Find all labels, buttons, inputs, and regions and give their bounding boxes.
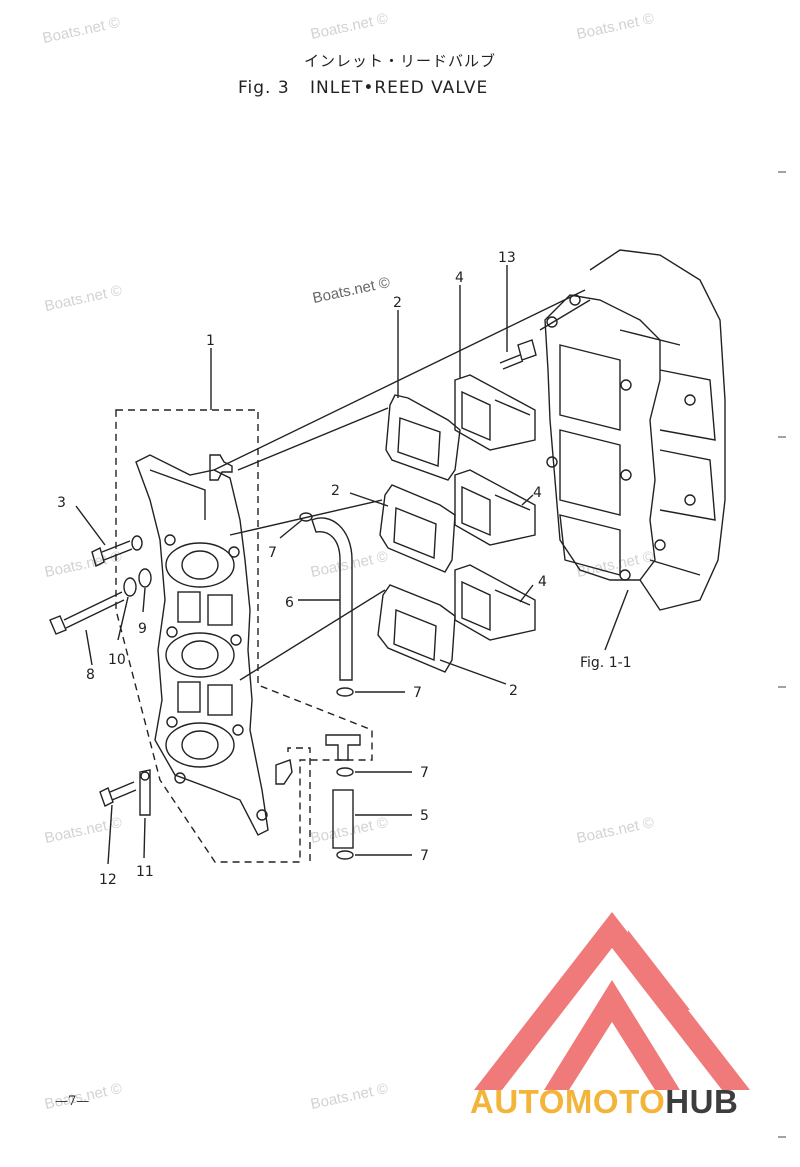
callout-7: 7 bbox=[268, 545, 277, 561]
callout-7: 7 bbox=[420, 848, 429, 864]
assembly-guide-line bbox=[229, 499, 383, 536]
callout-9: 9 bbox=[138, 621, 147, 637]
bolt-13 bbox=[499, 339, 537, 370]
hose-clip-7 bbox=[299, 512, 313, 522]
callout-4: 4 bbox=[533, 485, 542, 501]
leader-line bbox=[117, 596, 129, 641]
leader-line bbox=[279, 519, 303, 539]
assembly-guide-line bbox=[539, 299, 591, 331]
page-title: Fig. 3 INLET•REED VALVE bbox=[238, 78, 488, 98]
callout-2: 2 bbox=[509, 683, 518, 699]
clamp-11 bbox=[139, 769, 151, 816]
leader-line bbox=[142, 587, 146, 613]
leader-line bbox=[143, 817, 146, 859]
t-joint bbox=[325, 734, 361, 761]
hose-6 bbox=[311, 517, 353, 681]
clamp-hole bbox=[140, 771, 150, 781]
page-title-japanese: インレット・リードバルブ bbox=[303, 52, 496, 70]
leader-line bbox=[107, 804, 113, 865]
callout-1: 1 bbox=[206, 333, 215, 349]
callout-2: 2 bbox=[393, 295, 402, 311]
gasket-2-middle bbox=[379, 484, 456, 573]
page-number: —7— bbox=[55, 1094, 90, 1109]
figure-reference: Fig. 1-1 bbox=[580, 655, 632, 671]
bolt-12 bbox=[99, 781, 137, 807]
leader-line bbox=[521, 494, 534, 506]
reed-valve-4-middle bbox=[454, 469, 536, 546]
fitting-nipple bbox=[209, 454, 233, 481]
callout-6: 6 bbox=[285, 595, 294, 611]
bolt-3 bbox=[91, 535, 143, 568]
callout-12: 12 bbox=[99, 872, 117, 888]
callout-7: 7 bbox=[420, 765, 429, 781]
callout-7: 7 bbox=[413, 685, 422, 701]
leader-line bbox=[519, 584, 534, 603]
callout-4: 4 bbox=[538, 574, 547, 590]
automotohub-logo-icon bbox=[474, 912, 750, 1090]
leader-line bbox=[85, 629, 93, 666]
assembly-boundary bbox=[115, 409, 373, 863]
automotohub-logo-text: AUTOMOTOHUB bbox=[470, 1083, 738, 1121]
logo-part-moto: MOTO bbox=[564, 1083, 666, 1120]
leader-line bbox=[75, 505, 106, 546]
page-title-english: INLET•REED VALVE bbox=[310, 78, 489, 98]
intake-manifold bbox=[135, 454, 293, 836]
assembly-guide-line bbox=[239, 589, 386, 681]
reed-valve-4-bottom bbox=[454, 564, 536, 641]
callout-13: 13 bbox=[498, 250, 516, 266]
callout-10: 10 bbox=[108, 652, 126, 668]
leader-line bbox=[349, 492, 389, 507]
logo-part-auto: AUTO bbox=[470, 1083, 565, 1120]
hose-clip-7 bbox=[336, 687, 354, 697]
callout-11: 11 bbox=[136, 864, 154, 880]
callout-8: 8 bbox=[86, 667, 95, 683]
gasket-2-top bbox=[385, 394, 461, 481]
assembly-guide-line bbox=[213, 289, 586, 471]
washer-10 bbox=[123, 577, 137, 597]
leader-line bbox=[439, 659, 507, 685]
crankcase-block bbox=[544, 249, 726, 611]
bolt-8 bbox=[49, 568, 152, 635]
callout-5: 5 bbox=[420, 808, 429, 824]
callout-2: 2 bbox=[331, 483, 340, 499]
gasket-2-bottom bbox=[377, 584, 456, 673]
hose-clip-7 bbox=[336, 767, 354, 777]
logo-part-hub: HUB bbox=[665, 1083, 739, 1120]
assembly-boundary bbox=[287, 747, 311, 862]
callout-4: 4 bbox=[455, 270, 464, 286]
reed-valve-4-top bbox=[454, 374, 536, 451]
washer-9 bbox=[138, 568, 152, 588]
callout-3: 3 bbox=[57, 495, 66, 511]
leader-line bbox=[604, 589, 629, 651]
hose-5 bbox=[332, 789, 354, 849]
hose-clip-7 bbox=[336, 850, 354, 860]
assembly-guide-line bbox=[237, 407, 389, 471]
figure-number: Fig. 3 bbox=[238, 78, 290, 98]
fitting-nipple bbox=[275, 759, 293, 785]
